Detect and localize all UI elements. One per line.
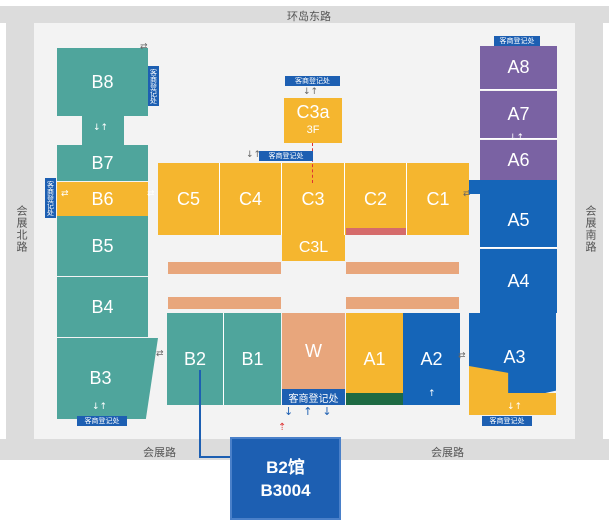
hall-A5[interactable]: A5 <box>480 194 557 248</box>
hall-B3-label: B3 <box>89 368 112 388</box>
road-north <box>0 6 609 23</box>
hall-C3L[interactable]: C3L <box>282 235 345 261</box>
hall-C2-accent <box>346 228 406 235</box>
hall-A1-accent <box>346 393 403 405</box>
arrows-B3-B2: ⇄ <box>156 349 164 359</box>
hall-B5[interactable]: B5 <box>57 216 148 276</box>
hall-A6[interactable]: A6 <box>480 140 557 180</box>
road-west-label: 会展北路 <box>15 205 28 253</box>
hall-W-label: W <box>305 340 322 361</box>
hall-C2-label: C2 <box>363 188 387 209</box>
hall-A8[interactable]: A8 <box>480 46 557 90</box>
registration-B8[interactable]: 客商登记处 <box>148 66 159 106</box>
hall-C1[interactable]: C1 <box>407 163 469 235</box>
registration-B6[interactable]: 客商登记处 <box>45 178 56 218</box>
hall-C3[interactable]: C3 <box>282 163 345 235</box>
connector-B8-B7 <box>82 115 124 145</box>
hall-A5-label: A5 <box>507 210 530 230</box>
arrows-B6-west: ⇄ <box>61 189 69 199</box>
road-east-label: 会展南路 <box>584 205 597 253</box>
hall-B7[interactable]: B7 <box>57 145 148 181</box>
arrows-C3a-reg: ↓↑ <box>303 87 319 97</box>
hall-C5-label: C5 <box>176 188 200 209</box>
hall-B4[interactable]: B4 <box>57 277 148 337</box>
booth-callout-hall: B2馆 <box>266 457 305 477</box>
hall-C3a-floor: 3F <box>306 123 320 136</box>
booth-callout-booth: B3004 <box>260 480 311 500</box>
hall-C4-label: C4 <box>238 188 262 209</box>
booth-callout: B2馆 B3004 <box>230 437 341 520</box>
hall-C2[interactable]: C2 <box>345 163 407 235</box>
hall-A6-label: A6 <box>507 149 530 170</box>
registration-C3a[interactable]: 客商登记处 <box>285 76 340 86</box>
arrows-B3-south: ↓↑ <box>92 402 108 412</box>
arrows-B8-reg: ⇄ <box>140 42 148 52</box>
hall-A4[interactable]: A4 <box>480 249 557 313</box>
hall-A7[interactable]: A7 <box>480 91 557 139</box>
A-connector <box>469 180 557 194</box>
hall-A3-label: A3 <box>503 347 526 367</box>
hall-B1[interactable]: B1 <box>224 313 281 405</box>
arrow-A2: ↑ <box>428 389 436 399</box>
arrows-C1-A: ⇄ <box>463 189 471 199</box>
hall-B4-label: B4 <box>91 296 114 317</box>
registration-A8[interactable]: 客商登记处 <box>494 36 540 46</box>
arrows-C4-reg: ↓↑ <box>246 150 262 160</box>
hall-A1[interactable]: A1 <box>346 313 403 405</box>
corridor-band-left-lower <box>168 297 281 309</box>
hall-B8-label: B8 <box>91 71 114 92</box>
hall-W[interactable]: W <box>282 313 345 389</box>
hall-C1-label: C1 <box>426 188 450 209</box>
arrows-main-entrance: ↓↑↓ <box>284 405 342 418</box>
registration-B3[interactable]: 客商登记处 <box>77 416 127 426</box>
hall-A7-label: A7 <box>507 104 530 124</box>
hall-B1-label: B1 <box>241 348 264 369</box>
callout-leader-vertical <box>199 370 201 457</box>
road-south-left-label: 会展路 <box>143 446 176 459</box>
hall-B8[interactable]: B8 <box>57 48 148 116</box>
arrows-A2-A3: ⇄ <box>458 351 466 361</box>
arrows-A7-A6: ↓↑ <box>509 133 525 143</box>
hall-A4-label: A4 <box>507 270 530 291</box>
arrows-B6-east: ⇄ <box>147 189 155 199</box>
hall-B7-label: B7 <box>91 152 114 173</box>
arrows-A3-south: ↓↑ <box>507 402 523 412</box>
hall-A2-label: A2 <box>420 348 443 369</box>
hall-B6-label: B6 <box>91 188 114 209</box>
road-south-right-label: 会展路 <box>431 446 464 459</box>
corridor-band-right-lower <box>346 297 459 309</box>
hall-A1-label: A1 <box>363 348 386 369</box>
hall-C5[interactable]: C5 <box>158 163 220 235</box>
callout-leader-horizontal <box>199 456 231 458</box>
hall-C3a-label: C3a <box>296 101 330 122</box>
C3a-link-line <box>312 143 313 183</box>
registration-main[interactable]: 客商登记处 <box>282 389 345 405</box>
hall-A2[interactable]: A2 <box>403 313 460 405</box>
hall-A8-label: A8 <box>507 57 530 77</box>
corridor-band-left-upper <box>168 262 281 274</box>
arrows-B8-B7: ↓↑ <box>93 123 109 133</box>
hall-B3[interactable]: B3 <box>57 338 158 419</box>
hall-B2-label: B2 <box>183 348 207 369</box>
hall-B6[interactable]: B6 <box>57 182 148 216</box>
hall-C4[interactable]: C4 <box>220 163 282 235</box>
registration-A3[interactable]: 客商登记处 <box>482 416 532 426</box>
road-west <box>6 6 34 460</box>
corridor-band-right-upper <box>346 262 459 274</box>
hall-C3L-label: C3L <box>298 239 329 256</box>
road-north-label: 环岛东路 <box>287 10 331 23</box>
road-east <box>575 6 603 460</box>
hall-C3-label: C3 <box>301 188 325 209</box>
hall-B2[interactable]: B2 <box>167 313 224 405</box>
entrance-marker: ⇡ <box>278 422 287 433</box>
hall-B5-label: B5 <box>91 235 114 256</box>
registration-C4[interactable]: 客商登记处 <box>259 151 313 161</box>
